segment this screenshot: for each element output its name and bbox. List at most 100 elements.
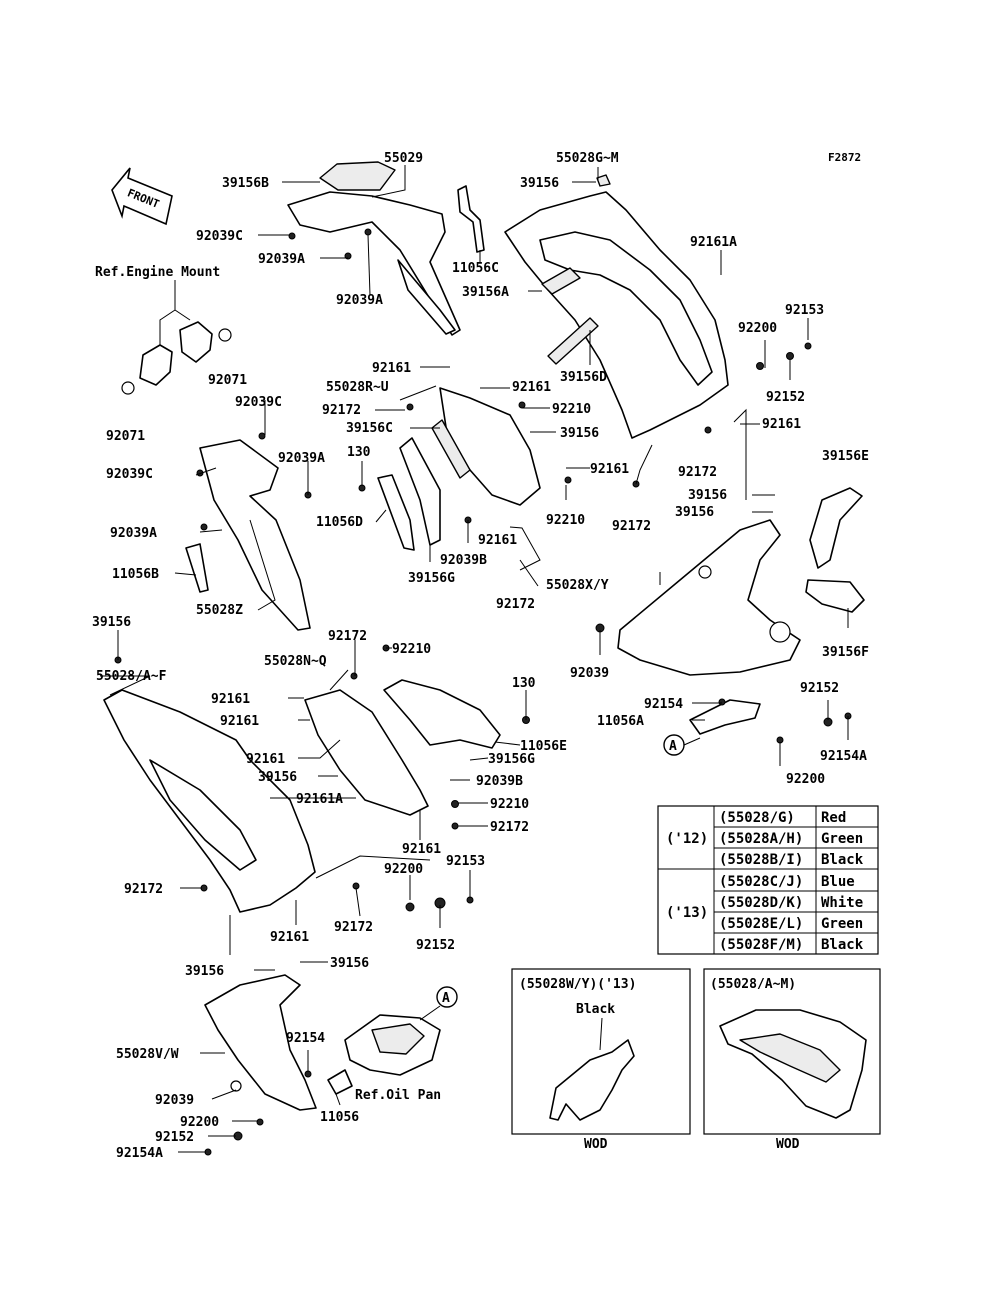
- label-92161-4: 92161: [590, 462, 629, 477]
- table-year-2012: ('12): [666, 831, 708, 847]
- label-92172-3: 92172: [612, 519, 651, 534]
- callout-a-lower: A: [663, 734, 701, 756]
- leader-lines: [100, 165, 849, 1153]
- label-39156d: 39156D: [560, 370, 607, 385]
- label-92210-2: 92210: [546, 513, 585, 528]
- label-92039a: 92039A: [258, 252, 305, 267]
- label-11056b: 11056B: [112, 567, 159, 582]
- label-92071: 92071: [208, 373, 247, 388]
- color-variant-table: ('12) (55028/G) Red (55028A/H) Green (55…: [657, 805, 879, 955]
- label-92153-2: 92153: [446, 854, 485, 869]
- label-92039b: 92039B: [440, 553, 487, 568]
- label-92154-2: 92154: [286, 1031, 325, 1046]
- inset-left-title: (55028W/Y)('13): [519, 977, 636, 992]
- label-39156-6: 39156: [258, 770, 297, 785]
- engine-mount-assembly: [121, 321, 232, 395]
- label-55028z: 55028Z: [196, 603, 243, 618]
- table-color: White: [821, 895, 863, 911]
- label-92161-6: 92161: [211, 692, 250, 707]
- inset-right-title: (55028/A~M): [710, 977, 796, 992]
- label-92161-8: 92161: [246, 752, 285, 767]
- label-130: 130: [347, 445, 371, 460]
- front-arrow-icon: FRONT: [111, 167, 173, 226]
- label-39156e: 39156E: [822, 449, 869, 464]
- label-92154a: 92154A: [820, 749, 867, 764]
- inset-right-footer: WOD: [776, 1137, 800, 1152]
- label-92172-4: 92172: [496, 597, 535, 612]
- label-92210-3: 92210: [392, 642, 431, 657]
- label-92200-3: 92200: [384, 862, 423, 877]
- label-92200: 92200: [738, 321, 777, 336]
- table-code: (55028A/H): [719, 831, 803, 847]
- label-92153: 92153: [785, 303, 824, 318]
- upper-cowl-part-55029: [287, 161, 485, 336]
- table-year-2013: ('13): [666, 905, 708, 921]
- label-92172: 92172: [322, 403, 361, 418]
- label-11056d: 11056D: [316, 515, 363, 530]
- label-92161a-2: 92161A: [296, 792, 343, 807]
- label-130-2: 130: [512, 676, 536, 691]
- table-color: Red: [821, 810, 846, 826]
- table-color: Black: [821, 937, 864, 953]
- table-code: (55028D/K): [719, 895, 803, 911]
- label-92172-5: 92172: [328, 629, 367, 644]
- label-92161-7: 92161: [220, 714, 259, 729]
- label-92152: 92152: [766, 390, 805, 405]
- label-92152-2: 92152: [800, 681, 839, 696]
- label-39156f: 39156F: [822, 645, 869, 660]
- label-92039c-3: 92039C: [106, 467, 153, 482]
- label-11056: 11056: [320, 1110, 359, 1125]
- label-92154a-2: 92154A: [116, 1146, 163, 1161]
- table-code: (55028C/J): [719, 874, 803, 890]
- inset-left-footer: WOD: [584, 1137, 608, 1152]
- table-color: Green: [821, 916, 863, 932]
- table-color: Green: [821, 831, 863, 847]
- label-39156-7: 39156: [185, 964, 224, 979]
- label-92200-2: 92200: [786, 772, 825, 787]
- inset-55028am: (55028/A~M) WOD: [703, 968, 881, 1152]
- callout-a-oilpan: A: [419, 986, 458, 1021]
- label-92161: 92161: [372, 361, 411, 376]
- label-92210-4: 92210: [490, 797, 529, 812]
- label-ref-oil-pan: Ref.Oil Pan: [355, 1088, 441, 1103]
- label-92039b-2: 92039B: [476, 774, 523, 789]
- label-92161-5: 92161: [478, 533, 517, 548]
- label-55029: 55029: [384, 151, 423, 166]
- label-39156-3: 39156: [688, 488, 727, 503]
- label-39156-8: 39156: [330, 956, 369, 971]
- lower-cowl-part-55028af: [103, 689, 316, 913]
- mid-cowl-part-55028z: [185, 439, 311, 631]
- label-92161-10: 92161: [270, 930, 309, 945]
- label-92161-9: 92161: [402, 842, 441, 857]
- part-labels: 55029 55028G~M 39156B 39156 92039C 92039…: [92, 151, 869, 1161]
- label-55028r-u: 55028R~U: [326, 380, 389, 395]
- label-92161-3: 92161: [762, 417, 801, 432]
- label-55028-a-f: 55028/A~F: [96, 669, 167, 684]
- label-92039: 92039: [570, 666, 609, 681]
- label-55028x-y: 55028X/Y: [546, 578, 609, 593]
- label-92200-4: 92200: [180, 1115, 219, 1130]
- table-code: (55028E/L): [719, 916, 803, 932]
- label-39156g: 39156G: [408, 571, 455, 586]
- label-39156: 39156: [520, 176, 559, 191]
- table-code: (55028F/M): [719, 937, 803, 953]
- label-92154: 92154: [644, 697, 683, 712]
- inset-55028wy: (55028W/Y)('13) Black WOD: [511, 968, 691, 1152]
- label-39156a: 39156A: [462, 285, 509, 300]
- oil-pan-reference: [327, 1014, 441, 1095]
- belly-pan-part-55028vw: [204, 974, 317, 1111]
- label-92039a-2: 92039A: [336, 293, 383, 308]
- figure-code: F2872: [828, 151, 861, 164]
- label-39156b: 39156B: [222, 176, 269, 191]
- label-92161-2: 92161: [512, 380, 551, 395]
- table-code: (55028B/I): [719, 852, 803, 868]
- svg-text:A: A: [442, 991, 450, 1006]
- label-92172-7: 92172: [124, 882, 163, 897]
- label-92039c: 92039C: [196, 229, 243, 244]
- table-color: Blue: [821, 874, 855, 890]
- label-92172-2: 92172: [678, 465, 717, 480]
- label-92172-6: 92172: [490, 820, 529, 835]
- label-92039c-2: 92039C: [235, 395, 282, 410]
- label-55028n-q: 55028N~Q: [264, 654, 327, 669]
- table-code: (55028/G): [719, 810, 795, 826]
